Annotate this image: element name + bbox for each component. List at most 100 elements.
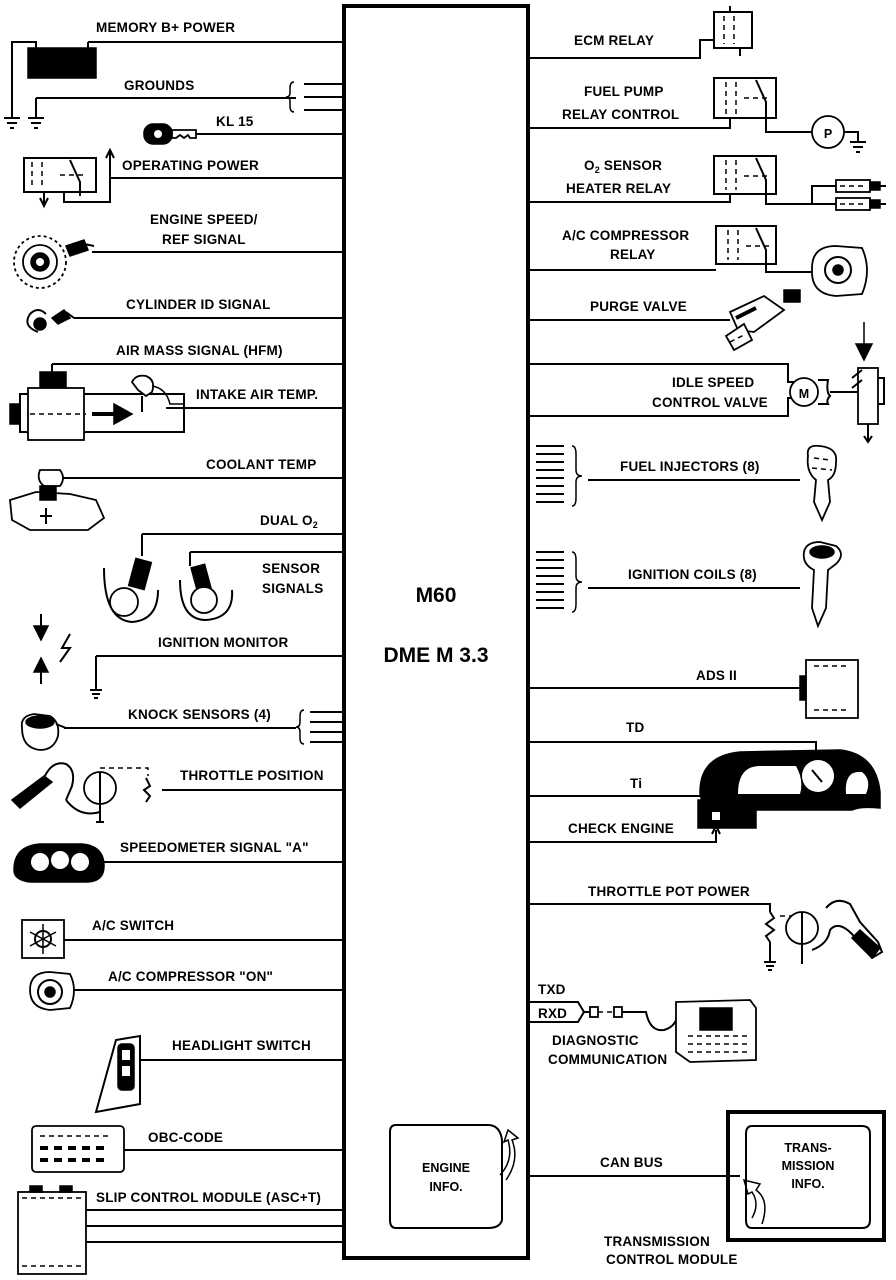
input-slip-control: SLIP CONTROL MODULE (ASC+T) xyxy=(17,1185,344,1275)
input-ac-switch: A/C SWITCH xyxy=(21,918,344,959)
output-fuel-pump: FUEL PUMP RELAY CONTROL P xyxy=(528,77,866,153)
output-ac-relay: A/C COMPRESSOR RELAY xyxy=(528,225,868,297)
o2-heater-element-icon xyxy=(835,179,886,211)
input-cylinder-id: CYLINDER ID SIGNAL xyxy=(26,297,344,333)
o2-sensor-2-icon xyxy=(179,563,234,622)
o2-sensor-1-icon xyxy=(103,557,159,624)
output-purge-valve: PURGE VALVE xyxy=(528,289,801,352)
injectors-brace xyxy=(571,445,583,507)
input-knock-sensors: KNOCK SENSORS (4) xyxy=(20,707,344,751)
input-sensor-signals: SENSOR SIGNALS xyxy=(262,561,323,596)
input-speedometer: SPEEDOMETER SIGNAL "A" xyxy=(13,840,344,883)
ignition-coil-icon xyxy=(802,541,842,629)
fuel-pump-relay-icon xyxy=(713,77,812,133)
o2-heater-relay-icon xyxy=(713,155,836,205)
trans-info-line1: TRANS- xyxy=(784,1141,831,1155)
diagnostic-label-1: DIAGNOSTIC xyxy=(552,1033,639,1048)
throttle-position-label: THROTTLE POSITION xyxy=(180,768,324,783)
pump-letter: P xyxy=(824,127,832,141)
diag-connector-icon xyxy=(589,1006,599,1018)
intake-air-temp-label: INTAKE AIR TEMP. xyxy=(196,387,318,402)
input-air-mass: AIR MASS SIGNAL (HFM) xyxy=(9,343,344,441)
battery-icon xyxy=(27,47,97,79)
output-tcm: TRANS- MISSION INFO. TRANSMISSION CONTRO… xyxy=(604,1110,886,1267)
kl15-label: KL 15 xyxy=(216,114,254,129)
output-throttle-pot-power: THROTTLE POT POWER xyxy=(528,884,884,971)
ground-symbol-icon xyxy=(4,117,20,129)
input-kl15: KL 15 xyxy=(143,114,344,145)
ignition-monitor-label: IGNITION MONITOR xyxy=(158,635,288,650)
ecu-model-label: M60 xyxy=(416,584,457,607)
input-ac-compressor-on: A/C COMPRESSOR "ON" xyxy=(29,969,344,1011)
idle-speed-label-1: IDLE SPEED xyxy=(672,375,754,390)
ac-relay-label-2: RELAY xyxy=(610,247,656,262)
air-mass-meter-icon xyxy=(9,371,185,441)
obc-code-label: OBC-CODE xyxy=(148,1130,223,1145)
output-ti: Ti xyxy=(528,776,708,797)
ecm-relay-icon xyxy=(713,6,753,56)
idle-speed-label-2: CONTROL VALVE xyxy=(652,395,768,410)
operating-power-label: OPERATING POWER xyxy=(122,158,259,173)
input-grounds: GROUNDS xyxy=(28,78,344,129)
output-can-bus: CAN BUS xyxy=(528,1155,740,1177)
spark-gap-icon xyxy=(32,614,72,684)
coolant-temp-label: COOLANT TEMP xyxy=(206,457,316,472)
td-label: TD xyxy=(626,720,644,735)
ecu-box xyxy=(342,4,530,1260)
input-operating-power: OPERATING POWER xyxy=(23,147,344,209)
fuel-pump-label-1: FUEL PUMP xyxy=(584,84,664,99)
engine-info-arrow-icon xyxy=(499,1128,520,1181)
ground-symbol-icon xyxy=(764,942,776,971)
tcm-box xyxy=(726,1110,886,1242)
ac-relay-label-1: A/C COMPRESSOR xyxy=(562,228,689,243)
throttle-pedal-icon xyxy=(10,762,117,823)
tcm-label-2: CONTROL MODULE xyxy=(606,1252,738,1267)
sensor-signals-label-1: SENSOR xyxy=(262,561,320,576)
input-memory-power: MEMORY B+ POWER xyxy=(4,20,344,129)
ac-compressor-icon xyxy=(29,971,75,1011)
input-coolant-temp: COOLANT TEMP xyxy=(9,457,344,531)
ecm-relay-label: ECM RELAY xyxy=(574,33,654,48)
slip-control-label: SLIP CONTROL MODULE (ASC+T) xyxy=(96,1190,321,1205)
check-engine-label: CHECK ENGINE xyxy=(568,821,674,836)
fuel-pump-motor-icon: P xyxy=(811,115,866,153)
trans-info-arrow-icon xyxy=(742,1178,766,1225)
ignition-coils-label: IGNITION COILS (8) xyxy=(628,567,757,582)
ecu-name-label: DME M 3.3 xyxy=(383,644,488,667)
motor-letter: M xyxy=(799,387,809,401)
memory-power-label: MEMORY B+ POWER xyxy=(96,20,235,35)
input-headlight-switch: HEADLIGHT SWITCH xyxy=(94,1034,344,1114)
throttle-pot-icon xyxy=(142,777,152,803)
input-ignition-monitor: IGNITION MONITOR xyxy=(32,614,344,699)
headlight-switch-icon xyxy=(94,1034,141,1114)
cylinder-id-sensor-icon xyxy=(26,308,75,333)
instrument-cluster-icon xyxy=(13,843,105,883)
air-mass-label: AIR MASS SIGNAL (HFM) xyxy=(116,343,283,358)
headlight-switch-label: HEADLIGHT SWITCH xyxy=(172,1038,311,1053)
purge-valve-icon xyxy=(724,289,801,352)
fuel-injector-icon xyxy=(806,444,838,523)
ti-label: Ti xyxy=(630,776,642,791)
output-check-engine: CHECK ENGINE xyxy=(528,821,721,843)
ac-compressor-on-label: A/C COMPRESSOR "ON" xyxy=(108,969,273,984)
engine-info-line2: INFO. xyxy=(429,1180,462,1194)
txd-label: TXD xyxy=(538,982,566,997)
sensor-signals-label-2: SIGNALS xyxy=(262,581,323,596)
trans-info-line2: MISSION xyxy=(782,1159,835,1173)
intake-temp-sensor-icon xyxy=(130,374,184,412)
o2-heater-label-1: O2 SENSOR xyxy=(584,158,662,175)
obc-keypad-icon xyxy=(31,1125,125,1173)
ac-switch-icon xyxy=(21,919,65,959)
input-dual-o2: DUAL O2 xyxy=(103,513,344,624)
input-engine-speed: ENGINE SPEED/ REF SIGNAL xyxy=(13,212,344,289)
rxd-label: RXD xyxy=(538,1006,567,1021)
fuel-injectors-label: FUEL INJECTORS (8) xyxy=(620,459,760,474)
input-intake-air-temp: INTAKE AIR TEMP. xyxy=(166,387,344,409)
output-o2-heater: O2 SENSOR HEATER RELAY xyxy=(528,155,886,211)
output-diagnostic: TXD RXD DIAGNOSTIC COMMUNICATION xyxy=(528,982,757,1067)
coolant-sensor-icon xyxy=(9,469,106,531)
trans-info-line3: INFO. xyxy=(791,1177,824,1191)
power-arrow-icon xyxy=(105,147,115,178)
output-ecm-relay: ECM RELAY xyxy=(528,6,753,59)
